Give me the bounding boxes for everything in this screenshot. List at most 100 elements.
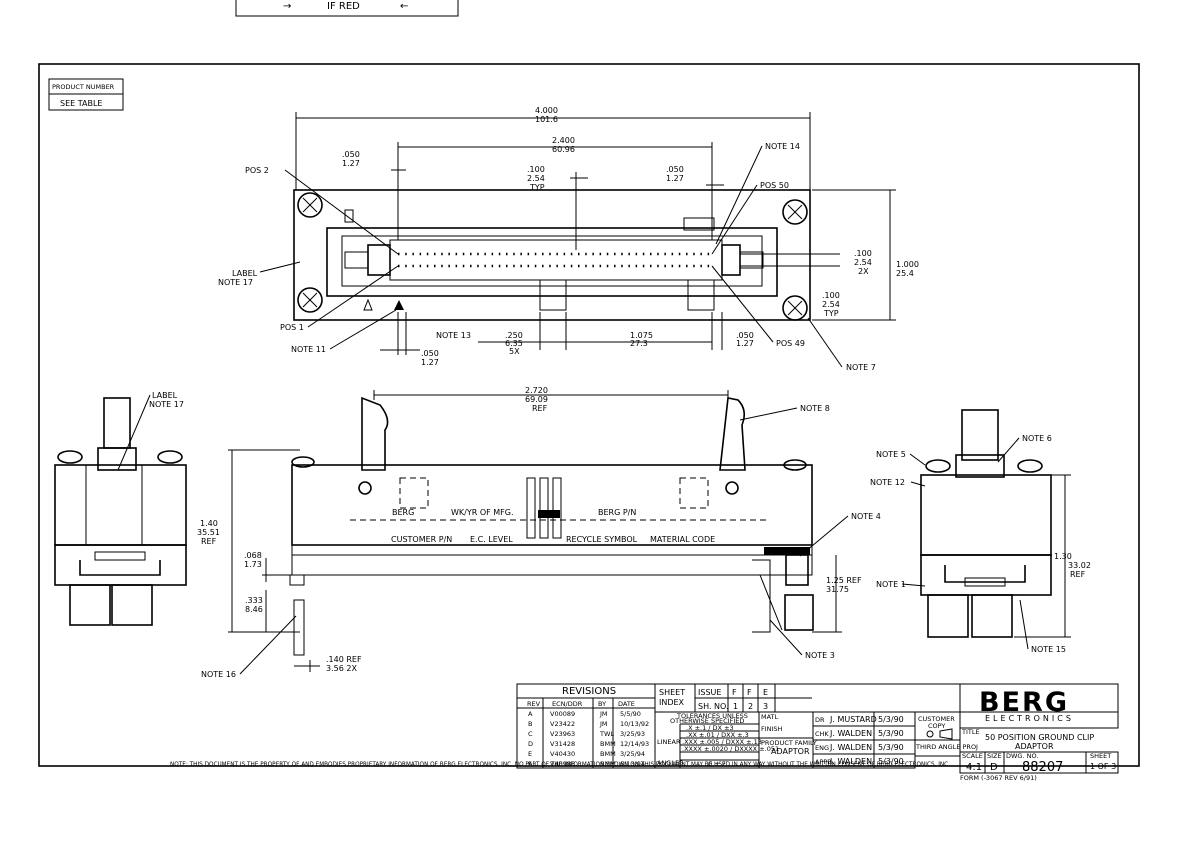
dim-left-mm: 1.27 (342, 159, 360, 168)
banner-text: IF RED (327, 1, 360, 12)
note-1: NOTE 1 (876, 580, 906, 589)
top-banner: → IF RED ← (235, 0, 459, 17)
approval-date: 5/3/90 (878, 729, 904, 738)
dim-1075-mm: 27.3 (630, 339, 648, 348)
screw-icon (297, 287, 323, 313)
customer-copy-b: COPY (928, 722, 945, 730)
sheet-label: SHEET (1090, 752, 1111, 760)
dim-pitch-mm: 60.96 (552, 145, 575, 154)
approval-name: J. WALDEN (829, 729, 872, 738)
size-label: SIZE (987, 752, 1002, 760)
approval-name: J. MUSTARD (829, 715, 877, 724)
tol-header-a: TOLERANCES UNLESS (676, 712, 748, 720)
revision-cell: 6/13/94 (620, 760, 645, 768)
dim-130-in: 1.30 (1054, 552, 1072, 561)
pos-49: POS 49 (776, 339, 805, 348)
product-number-box: PRODUCT NUMBER SEE TABLE (48, 78, 124, 111)
revision-cell: V40430 (550, 750, 575, 758)
approval-date: 5/3/90 (878, 715, 904, 724)
dim-140-in: 1.40 (200, 519, 218, 528)
tol-r3: .XXX ±.005 / DXXX ±.13 (682, 738, 762, 746)
pos-1: POS 1 (280, 323, 304, 332)
revision-cell: BMM (600, 760, 616, 768)
tol-angles-label: ANGLES (657, 759, 683, 767)
sheet-index-a: SHEET (659, 688, 685, 697)
dwg-value: 88207 (1022, 760, 1063, 775)
dim-140-label: REF (201, 537, 217, 546)
note-16: NOTE 16 (201, 670, 236, 679)
revisions-header: BY (598, 700, 606, 708)
dim-125-in: 1.25 REF (826, 576, 862, 585)
sh-no-1: 1 (733, 702, 738, 711)
revision-cell: V31428 (550, 740, 575, 748)
dim-left-in: .050 (342, 150, 360, 159)
dim-ref-mm: 69.09 (525, 395, 548, 404)
revisions-header: DATE (618, 700, 635, 708)
issue-2: F (747, 688, 752, 697)
projection-label: THIRD ANGLE PROJ (915, 743, 978, 751)
revision-cell: 3/25/93 (620, 730, 645, 738)
pin-rows (398, 252, 712, 268)
approval-role: CHK (815, 730, 829, 738)
revision-cell: F (528, 760, 532, 768)
tol-r1: .X ±.1 / DX ±3 (686, 724, 734, 732)
scale-block: SCALE 4:1 SIZE D DWG. NO. 88207 SHEET 1 … (959, 751, 1119, 775)
approval-role: DR (815, 716, 825, 724)
note-14: NOTE 14 (765, 142, 800, 151)
dim-068-mm: 1.73 (244, 560, 262, 569)
dim-height-mm: 25.4 (896, 269, 914, 278)
screw-icon (782, 199, 808, 225)
revision-cell: BMM (600, 750, 616, 758)
screw-icon (782, 295, 808, 321)
approval-name: J. WALDEN (829, 743, 872, 752)
scale-value: 4:1 (966, 762, 982, 773)
note-13: NOTE 13 (436, 331, 471, 340)
revisions-title: REVISIONS (562, 686, 616, 697)
dim-row2x-in: .100 (854, 249, 872, 258)
product-family-label: PRODUCT FAMILY (761, 739, 817, 747)
sheet-index-b: INDEX (659, 698, 685, 707)
note-8: NOTE 8 (800, 404, 830, 413)
dim-b050-in: .050 (736, 331, 754, 340)
sh-no-3: 3 (763, 702, 768, 711)
left-side-view: LABEL NOTE 17 (54, 391, 187, 626)
matl-label: MATL (761, 713, 779, 721)
dim-overall-mm: 101.6 (535, 115, 558, 124)
sh-no-2: 2 (748, 702, 753, 711)
company-block: BERG ELECTRONICS TITLE 50 POSITION GROUN… (959, 683, 1119, 751)
dim-130-label: REF (1070, 570, 1086, 579)
dim-right-in: .050 (666, 165, 684, 174)
issue-1: F (732, 688, 737, 697)
proprietary-notice: NOTE: THIS DOCUMENT IS THE PROPERTY OF A… (170, 760, 950, 768)
polarization-triangle-icon (394, 300, 404, 310)
tol-linear-label: LINEAR (657, 738, 681, 746)
issue-3: E (763, 688, 768, 697)
dim-row2x-label: 2X (858, 267, 869, 276)
dim-333-mm: 8.46 (245, 605, 263, 614)
sheet-index: SHEET INDEX ISSUE F F E SH. NO. 1 2 3 (654, 683, 960, 713)
dim-130-mm: 33.02 (1068, 561, 1091, 570)
tol-r5: 0 ± 2 (708, 760, 726, 768)
revision-cell: JM (599, 720, 608, 728)
product-number-value: SEE TABLE (60, 99, 102, 108)
dim-050b-mm: 1.27 (421, 358, 439, 367)
revision-cell: BMM (600, 740, 616, 748)
tol-header-b: OTHERWISE SPECIFIED (670, 717, 744, 725)
dim-140b-mm: 3.56 2X (326, 664, 357, 673)
revision-cell: V23422 (550, 720, 575, 728)
marking-customer-pn: CUSTOMER P/N (391, 535, 452, 544)
dim-edge-label: TYP (823, 309, 839, 318)
marking-wk-yr: WK/YR OF MFG. (451, 508, 514, 517)
left-label-b: NOTE 17 (149, 400, 184, 409)
dim-5x-mm: 6.35 (505, 339, 523, 348)
pos-2: POS 2 (245, 166, 269, 175)
marking-berg-pn: BERG P/N (598, 508, 636, 517)
banner-left-arrow: → (283, 1, 291, 12)
dim-1075-in: 1.075 (630, 331, 653, 340)
banner-right-arrow: ← (400, 1, 408, 12)
